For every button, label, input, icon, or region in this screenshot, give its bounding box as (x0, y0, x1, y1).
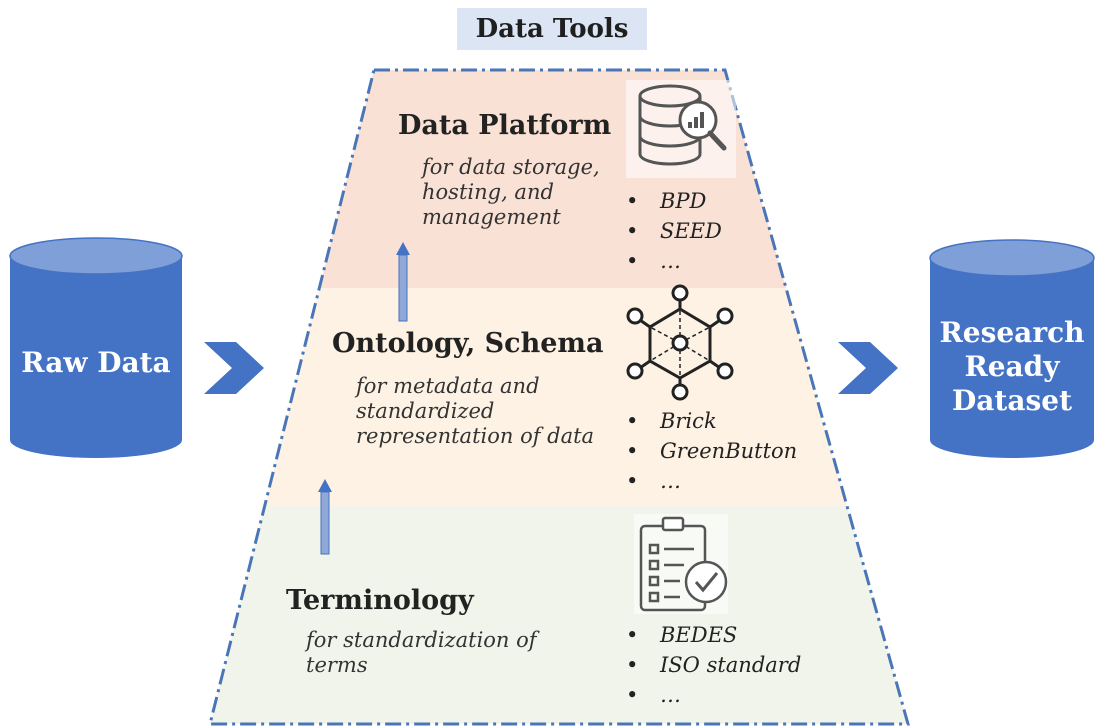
up-arrow-icon-ontology-to-platform (396, 242, 410, 322)
list-item: GreenButton (626, 436, 797, 466)
list-item: SEED (626, 216, 722, 246)
ontology-schema-examples: Brick GreenButton … (626, 406, 797, 496)
ontology-schema-desc-line: standardized (356, 399, 495, 423)
research-dataset-line-3: Dataset (951, 384, 1072, 417)
terminology-examples: BEDES ISO standard … (626, 620, 801, 710)
data-platform-description: for data storage, hosting, and managemen… (422, 155, 600, 230)
research-dataset-line-2: Ready (964, 350, 1060, 383)
chevron-right-icon-input (204, 342, 264, 394)
list-item: … (626, 466, 797, 496)
terminology-heading: Terminology (286, 585, 474, 616)
up-arrow-icon-terminology-to-ontology (318, 479, 332, 555)
ontology-schema-heading: Ontology, Schema (332, 328, 604, 359)
database-search-icon (626, 80, 736, 178)
data-platform-desc-line: for data storage, (422, 155, 600, 179)
band-terminology (210, 506, 908, 724)
research-dataset-cylinder (929, 239, 1095, 458)
diagram-title: Data Tools (457, 8, 647, 50)
research-dataset-line-1: Research (939, 316, 1085, 349)
raw-data-cylinder (9, 237, 183, 458)
list-item: ISO standard (626, 650, 801, 680)
list-item: BPD (626, 186, 722, 216)
checklist-clipboard-icon (634, 514, 728, 614)
ontology-schema-desc-line: for metadata and (356, 374, 540, 398)
terminology-desc-line: for standardization of (306, 628, 537, 652)
data-platform-desc-line: management (422, 205, 561, 229)
list-item: BEDES (626, 620, 801, 650)
trapezoid-outline (208, 68, 910, 726)
list-item: … (626, 246, 722, 276)
terminology-desc-line: terms (306, 653, 368, 677)
data-platform-heading: Data Platform (398, 110, 612, 141)
list-item: Brick (626, 406, 797, 436)
hexagon-network-icon (626, 284, 734, 401)
raw-data-label: Raw Data (21, 346, 171, 379)
list-item: … (626, 680, 801, 710)
terminology-description: for standardization of terms (306, 628, 537, 678)
ontology-schema-desc-line: representation of data (356, 424, 595, 448)
data-platform-examples: BPD SEED … (626, 186, 722, 276)
chevron-right-icon-output (838, 342, 898, 394)
data-platform-desc-line: hosting, and (422, 180, 554, 204)
research-dataset-label: Research Ready Dataset (930, 316, 1094, 418)
ontology-schema-description: for metadata and standardized representa… (356, 374, 594, 449)
